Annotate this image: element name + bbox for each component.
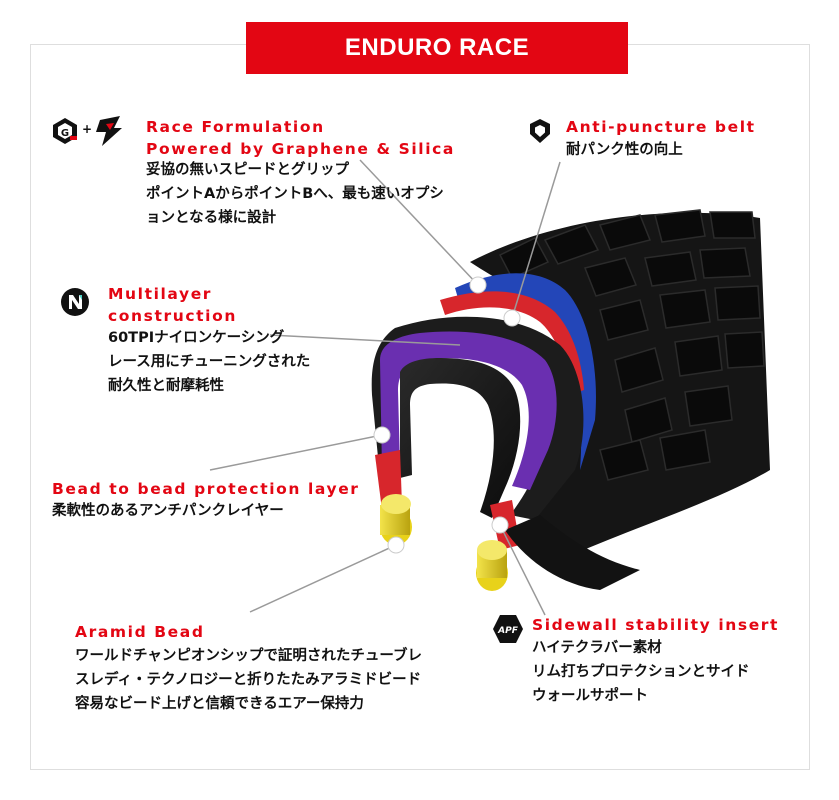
casing-inner [400, 358, 521, 518]
sidewall-base [505, 515, 640, 590]
multilayer-description: 60TPIナイロンケーシング レース用にチューニングされた 耐久性と耐摩耗性 [108, 326, 310, 398]
apf-badge-text: APF [497, 626, 519, 636]
casing-purple-layer [380, 331, 557, 490]
anti-puncture-description: 耐パンク性の向上 [566, 138, 683, 162]
description-line: 60TPIナイロンケーシング [108, 330, 285, 346]
race-formulation-title-line2: Powered by Graphene & Silica [146, 140, 455, 158]
description-line: ウォールサポート [532, 688, 648, 704]
multilayer-title-line1: Multilayer [108, 285, 213, 303]
bead-protection-description: 柔軟性のあるアンチパンクレイヤー [52, 499, 284, 523]
plus-icon: + [82, 122, 93, 136]
red-puncture-belt [440, 291, 584, 395]
description-line: 妥協の無いスピードとグリップ [146, 162, 349, 178]
shield-icon [528, 118, 552, 148]
silica-icon [92, 114, 126, 152]
description-line: 耐パンク性の向上 [566, 142, 683, 158]
apf-badge-icon: APF [492, 614, 524, 648]
description-line: ワールドチャンピオンシップで証明されたチューブレ [75, 648, 422, 664]
tread-knobs [498, 209, 765, 481]
aramid-bead-title: Aramid Bead [75, 623, 205, 641]
page-title: ENDURO RACE [344, 34, 530, 61]
callout-lines [209, 159, 561, 616]
page-title-banner: ENDURO RACE [246, 22, 628, 74]
n-logo-icon [60, 287, 90, 321]
graphene-icon: G [50, 116, 80, 150]
sidewall-description: ハイテクラバー素材 リム打ちプロテクションとサイド ウォールサポート [532, 636, 750, 708]
race-formulation-title-line1: Race Formulation [146, 118, 325, 136]
anti-puncture-title: Anti-puncture belt [566, 118, 756, 136]
description-line: レース用にチューニングされた [108, 354, 311, 370]
description-line: 容易なビード上げと信頼できるエアー保持力 [75, 696, 364, 712]
race-formulation-title: Race Formulation Powered by Graphene & S… [146, 116, 455, 160]
description-line: ハイテクラバー素材 [532, 640, 662, 656]
description-line: リム打ちプロテクションとサイド [532, 664, 750, 680]
description-line: スレディ・テクノロジーと折りたたみアラミドビード [75, 672, 422, 688]
description-line: 柔軟性のあるアンチパンクレイヤー [52, 503, 284, 519]
aramid-bead-left [380, 494, 412, 545]
aramid-bead-description: ワールドチャンピオンシップで証明されたチューブレ スレディ・テクノロジーと折りた… [75, 644, 422, 716]
race-formulation-description: 妥協の無いスピードとグリップ ポイントAからポイントBへ、最も速いオプシ ョンと… [146, 158, 444, 230]
bead-protection-title: Bead to bead protection layer [52, 480, 360, 498]
description-line: ョンとなる様に設計 [146, 210, 277, 226]
description-line: 耐久性と耐摩耗性 [108, 378, 224, 394]
callout-dots [373, 276, 521, 554]
svg-text:G: G [61, 128, 69, 139]
multilayer-title-line2: construction [108, 307, 237, 325]
aramid-bead-right [476, 540, 508, 591]
sidewall-title: Sidewall stability insert [532, 616, 780, 634]
description-line: ポイントAからポイントBへ、最も速いオプシ [146, 186, 444, 202]
multilayer-title: Multilayer construction [108, 283, 237, 327]
